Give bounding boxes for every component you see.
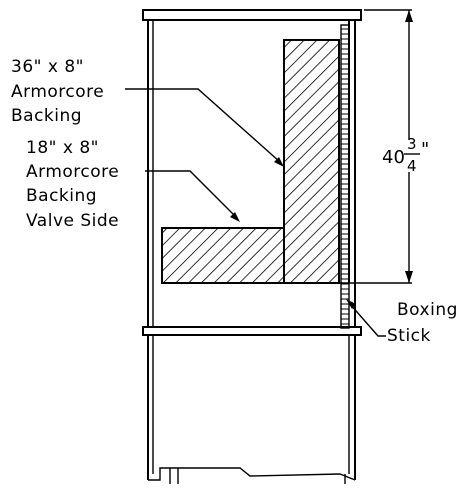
label-boxing-stick-line1: Boxing [397, 300, 458, 320]
middle-shelf [142, 326, 362, 336]
dimension-unit: " [421, 139, 429, 160]
backing-36-panel [283, 39, 340, 284]
dimension-whole: 40 [382, 147, 405, 168]
label-backing-18-line4: Valve Side [26, 211, 119, 231]
dimension-numerator: 3 [407, 135, 417, 153]
leader-36 [125, 88, 284, 167]
dimension-denominator: 4 [407, 157, 417, 175]
top-cap [142, 9, 362, 21]
label-backing-36: 36" x 8" Armorcore Backing [11, 57, 104, 126]
label-backing-18-line2: Armorcore [26, 162, 119, 182]
leader-boxing-stick [346, 299, 386, 337]
height-dimension: 40 3 4 " [339, 9, 429, 284]
label-backing-36-line3: Backing [11, 106, 82, 126]
lower-cabinet [147, 335, 356, 484]
label-backing-18-line3: Backing [26, 186, 97, 206]
leader-18 [145, 170, 240, 222]
label-backing-36-line1: 36" x 8" [11, 57, 84, 77]
label-backing-36-line2: Armorcore [11, 82, 104, 102]
label-backing-18: 18" x 8" Armorcore Backing Valve Side [26, 138, 119, 231]
label-boxing-stick: Boxing Stick [387, 300, 458, 346]
boxing-stick-rungs [341, 28, 349, 325]
label-backing-18-line1: 18" x 8" [26, 138, 99, 158]
backing-18-panel [161, 227, 285, 284]
label-boxing-stick-line2: Stick [387, 326, 431, 346]
